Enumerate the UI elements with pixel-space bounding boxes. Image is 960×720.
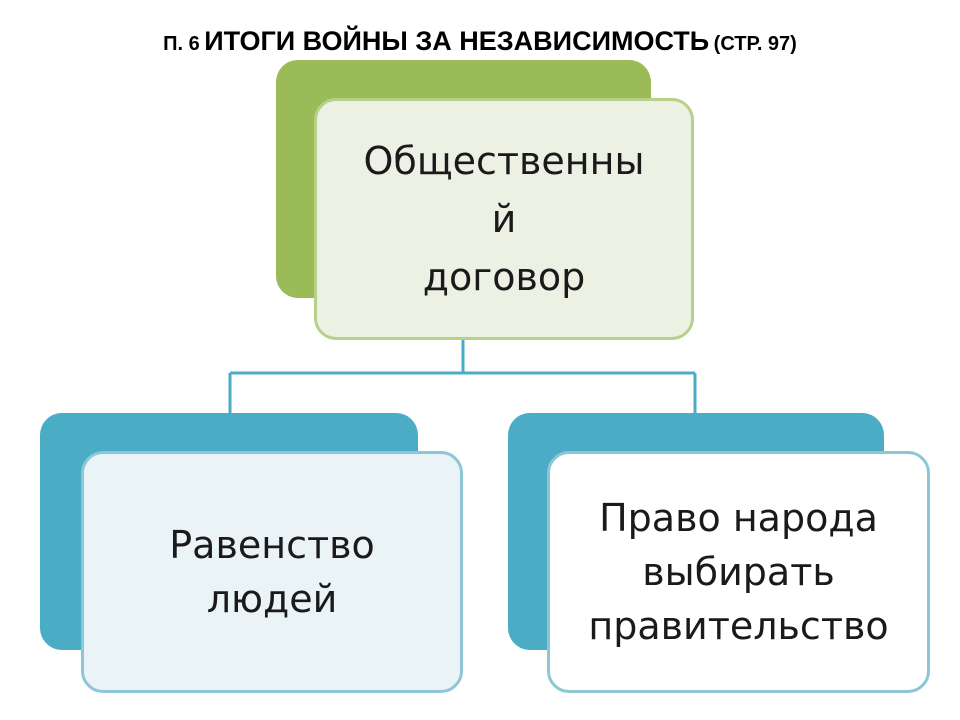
right-child-label: Право народа выбирать правительство [588,496,889,648]
left-child-node: Равенство людей [81,451,463,693]
title-main: ИТОГИ ВОЙНЫ ЗА НЕЗАВИСИМОСТЬ [204,26,710,56]
title-prefix: П. 6 [163,33,200,55]
right-child-node: Право народа выбирать правительство [547,451,930,693]
root-node: Общественны й договор [314,98,694,340]
root-node-label: Общественны й договор [363,139,645,299]
slide-title: П. 6 ИТОГИ ВОЙНЫ ЗА НЕЗАВИСИМОСТЬ (СТР. … [0,26,960,57]
left-child-label: Равенство людей [169,523,375,621]
title-suffix: (СТР. 97) [713,33,797,55]
